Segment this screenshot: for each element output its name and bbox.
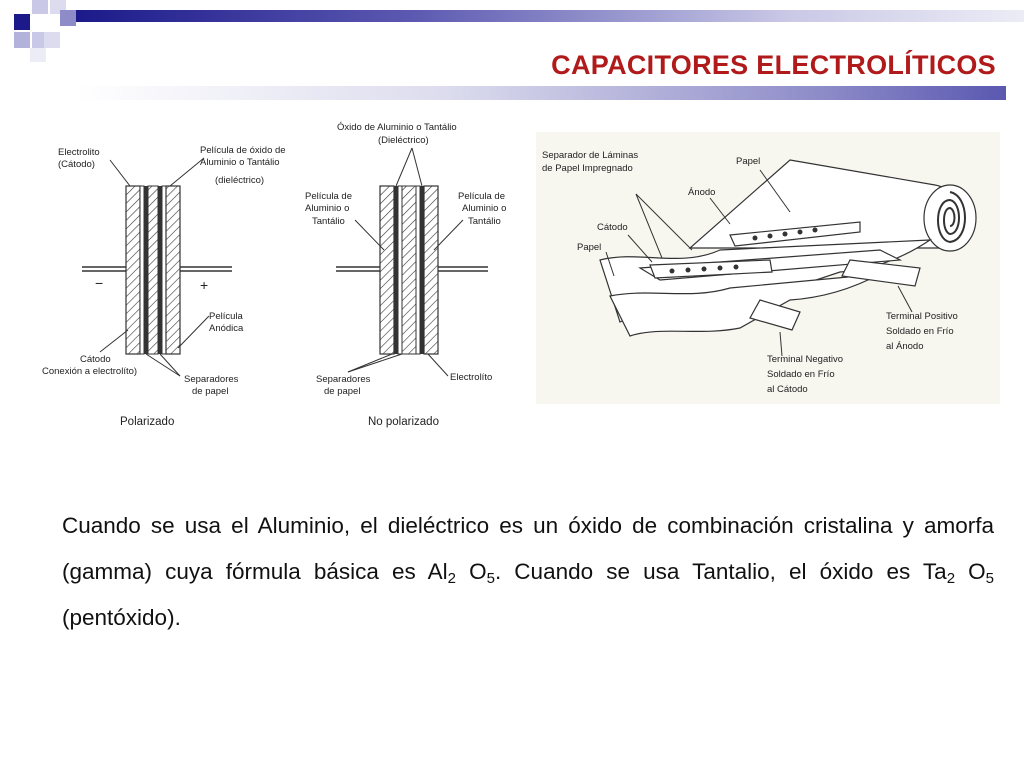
- header-gradient-bar: [76, 10, 1024, 22]
- polarized-capacitor-diagram: [82, 157, 232, 377]
- label-minus: −: [95, 275, 103, 291]
- caption-no-polarizado: No polarizado: [368, 416, 439, 428]
- rolled-capacitor-diagram: [536, 132, 1000, 404]
- title-underline-bar: [76, 86, 1006, 100]
- label-papel-top: Papel: [736, 156, 760, 167]
- corner-square-mid: [60, 10, 76, 26]
- caption-polarizado: Polarizado: [120, 416, 174, 428]
- label-oxido-dielectrico: Óxido de Aluminio o Tantálio(Dieléctrico…: [337, 122, 457, 146]
- non-polarized-capacitor-diagram: [336, 147, 488, 377]
- label-papel-left: Papel: [577, 242, 601, 253]
- slide-title: CAPACITORES ELECTROLÍTICOS: [551, 50, 996, 80]
- capacitor-diagrams: Electrolito(Cátodo) Película de óxido de…: [42, 122, 1000, 428]
- corner-square-dark: [14, 14, 30, 30]
- label-electrolito-nopol: Electrolíto: [450, 372, 492, 383]
- label-plus: +: [200, 277, 208, 293]
- body-paragraph: Cuando se usa el Aluminio, el dieléctric…: [62, 513, 994, 630]
- corner-square-light: [44, 32, 60, 48]
- label-electrolito-catodo: Electrolito(Cátodo): [58, 147, 100, 170]
- label-catodo-roll: Cátodo: [597, 222, 628, 233]
- corner-square-light: [32, 0, 48, 14]
- label-anodo: Ánodo: [688, 187, 715, 198]
- corner-square-light: [30, 48, 46, 62]
- corner-square-mid: [14, 32, 30, 48]
